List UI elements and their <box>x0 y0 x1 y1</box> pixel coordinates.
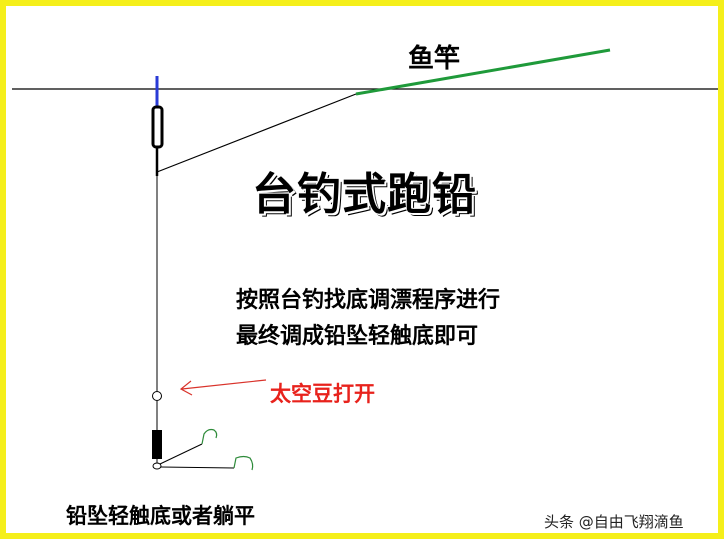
fishing-rig-diagram <box>12 48 718 471</box>
lead-sinker <box>152 430 162 459</box>
watermark: 头条 @自由飞翔滴鱼 <box>544 513 684 531</box>
diagram-title: 台钓式跑铅 <box>252 169 477 220</box>
description-line-2: 最终调成铅坠轻触底即可 <box>236 324 479 349</box>
float-body <box>151 105 164 149</box>
hook-upper <box>201 428 218 445</box>
space-bean-arrow-head <box>179 380 193 396</box>
hook-lower <box>233 455 254 471</box>
fishing-rod <box>355 48 611 96</box>
rod-label: 鱼竿 <box>408 44 461 74</box>
space-bean <box>152 391 162 401</box>
main-line-to-float <box>156 93 357 173</box>
description-line-1: 按照台钓找底调漂程序进行 <box>236 288 501 313</box>
hook-leader-lower <box>160 466 235 469</box>
sinker-state-label: 铅坠轻触底或者躺平 <box>66 504 255 528</box>
hook-leader-upper <box>159 443 203 465</box>
space-bean-label: 太空豆打开 <box>270 382 375 406</box>
space-bean-arrow <box>181 379 267 390</box>
swivel-ring <box>152 462 162 470</box>
